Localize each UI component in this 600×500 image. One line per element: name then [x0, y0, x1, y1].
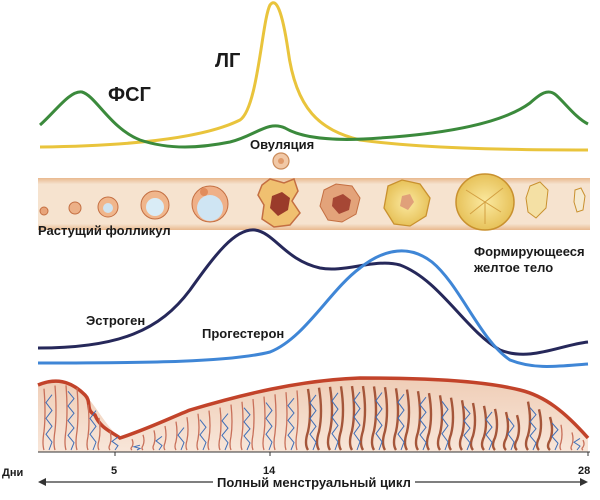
endometrial-gland	[458, 400, 466, 451]
endometrial-gland	[75, 387, 79, 451]
spiral-artery	[331, 392, 339, 451]
follicle-sequence	[39, 173, 586, 231]
spiral-artery	[309, 394, 317, 451]
endometrial-gland	[218, 407, 222, 451]
endometrial-gland	[53, 385, 57, 451]
growing-follicle-label: Растущий фолликул	[38, 223, 171, 238]
lh-label: ЛГ	[215, 50, 241, 72]
spiral-artery	[243, 407, 251, 451]
lh-curve	[39, 1, 589, 152]
spiral-artery	[485, 411, 493, 451]
spiral-artery	[551, 422, 559, 451]
endometrial-gland	[240, 401, 244, 451]
spiral-artery	[265, 402, 273, 451]
spiral-artery	[67, 390, 75, 451]
endometrial-gland	[108, 430, 112, 451]
spiral-artery	[441, 401, 449, 451]
endometrial-gland	[403, 389, 411, 451]
endometrial-gland	[97, 417, 101, 451]
endometrial-gland	[480, 405, 488, 451]
endometrium-surface	[37, 376, 590, 440]
corpus-luteum-label-line2: желтое тело	[474, 260, 554, 275]
endometrial-gland	[163, 425, 167, 451]
endometrial-gland	[524, 401, 532, 451]
endometrial-gland	[229, 404, 233, 451]
endometrial-gland	[381, 387, 389, 451]
spiral-arteries	[45, 390, 581, 451]
endometrial-gland	[207, 410, 211, 451]
spiral-artery	[353, 391, 361, 451]
endometrial-glands	[42, 385, 585, 451]
endometrial-gland	[141, 434, 145, 451]
spiral-artery	[529, 407, 537, 451]
spiral-artery	[111, 436, 119, 451]
corpus-luteum-label-line1: Формирующееся	[474, 244, 585, 259]
endometrial-gland	[86, 404, 90, 451]
spiral-artery	[287, 397, 295, 451]
cycle-label: Полный менструальный цикл	[213, 475, 415, 490]
endometrial-gland	[251, 399, 255, 451]
corpus-luteum-label: Формирующееся желтое тело	[474, 244, 594, 276]
spiral-artery	[199, 419, 207, 451]
endometrial-gland	[546, 416, 554, 451]
endometrial-gland	[64, 385, 68, 451]
spiral-artery	[397, 393, 405, 451]
spiral-artery	[419, 396, 427, 451]
spiral-artery	[155, 436, 163, 451]
endometrial-gland	[315, 387, 323, 451]
fsh-curve	[39, 90, 589, 149]
spiral-artery	[463, 405, 471, 451]
endometrial-gland	[469, 402, 477, 451]
endometrial-gland	[581, 439, 585, 451]
spiral-artery	[221, 413, 229, 451]
fsh-label: ФСГ	[108, 84, 151, 106]
endometrial-gland	[42, 388, 46, 451]
ovulated-egg	[272, 152, 290, 170]
endometrial-gland	[513, 414, 521, 451]
tick-label-14: 14	[263, 465, 276, 477]
endometrial-gland	[337, 386, 345, 451]
endometrial-gland	[414, 391, 422, 451]
endometrial-gland	[491, 408, 499, 451]
tick-label-5: 5	[111, 465, 118, 477]
endometrial-gland	[262, 396, 266, 451]
endometrial-gland	[185, 417, 189, 451]
endometrial-gland	[559, 424, 563, 451]
endometrial-gland	[295, 390, 299, 451]
spiral-artery	[132, 444, 142, 451]
endometrial-gland	[359, 385, 367, 451]
endometrial-gland	[436, 395, 444, 451]
endometrial-gland	[502, 411, 510, 451]
progesterone-curve	[37, 249, 589, 368]
endometrial-gland	[196, 413, 200, 451]
endometrial-gland	[130, 438, 134, 451]
spiral-artery	[573, 437, 581, 451]
days-label: Дни	[2, 467, 24, 479]
endometrial-gland	[273, 394, 277, 451]
progesterone-label: Прогестерон	[202, 326, 285, 341]
spiral-artery	[177, 427, 185, 451]
endometrial-gland	[535, 409, 543, 451]
endometrial-gland	[152, 430, 156, 451]
estrogen-label: Эстроген	[86, 313, 146, 328]
tick-label-28: 28	[578, 465, 591, 477]
endometrial-gland	[447, 397, 455, 451]
endometrial-gland	[174, 421, 178, 451]
ovulation-label: Овуляция	[250, 137, 315, 152]
endometrial-gland	[284, 392, 288, 451]
endometrial-gland	[570, 432, 574, 451]
spiral-artery	[507, 417, 515, 451]
endometrial-gland	[425, 392, 433, 451]
spiral-artery	[375, 392, 383, 451]
spiral-artery	[45, 394, 53, 451]
spiral-artery	[89, 410, 97, 451]
